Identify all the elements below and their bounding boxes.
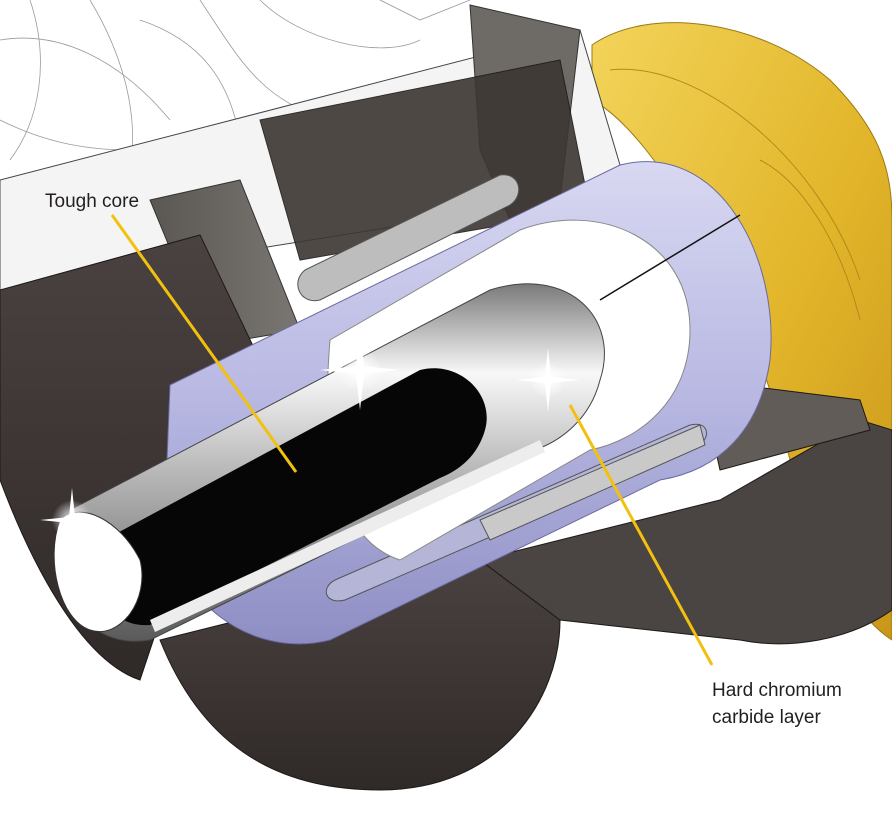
sparkle-icon <box>40 488 104 552</box>
chrome-pin <box>53 283 605 642</box>
core-label: Tough core <box>45 191 140 212</box>
wireframe-lines <box>0 0 471 171</box>
layer-label-line2: carbide layer <box>712 707 821 728</box>
layer-label: Hard chromium carbide layer <box>712 677 842 731</box>
sparkle-icon <box>320 330 400 410</box>
core-leader-line <box>110 214 298 473</box>
layer-label-line1: Hard chromium <box>712 680 842 701</box>
leader-lines <box>110 214 714 666</box>
layer-leader-line <box>568 404 714 666</box>
sparkle-icon <box>516 348 580 412</box>
